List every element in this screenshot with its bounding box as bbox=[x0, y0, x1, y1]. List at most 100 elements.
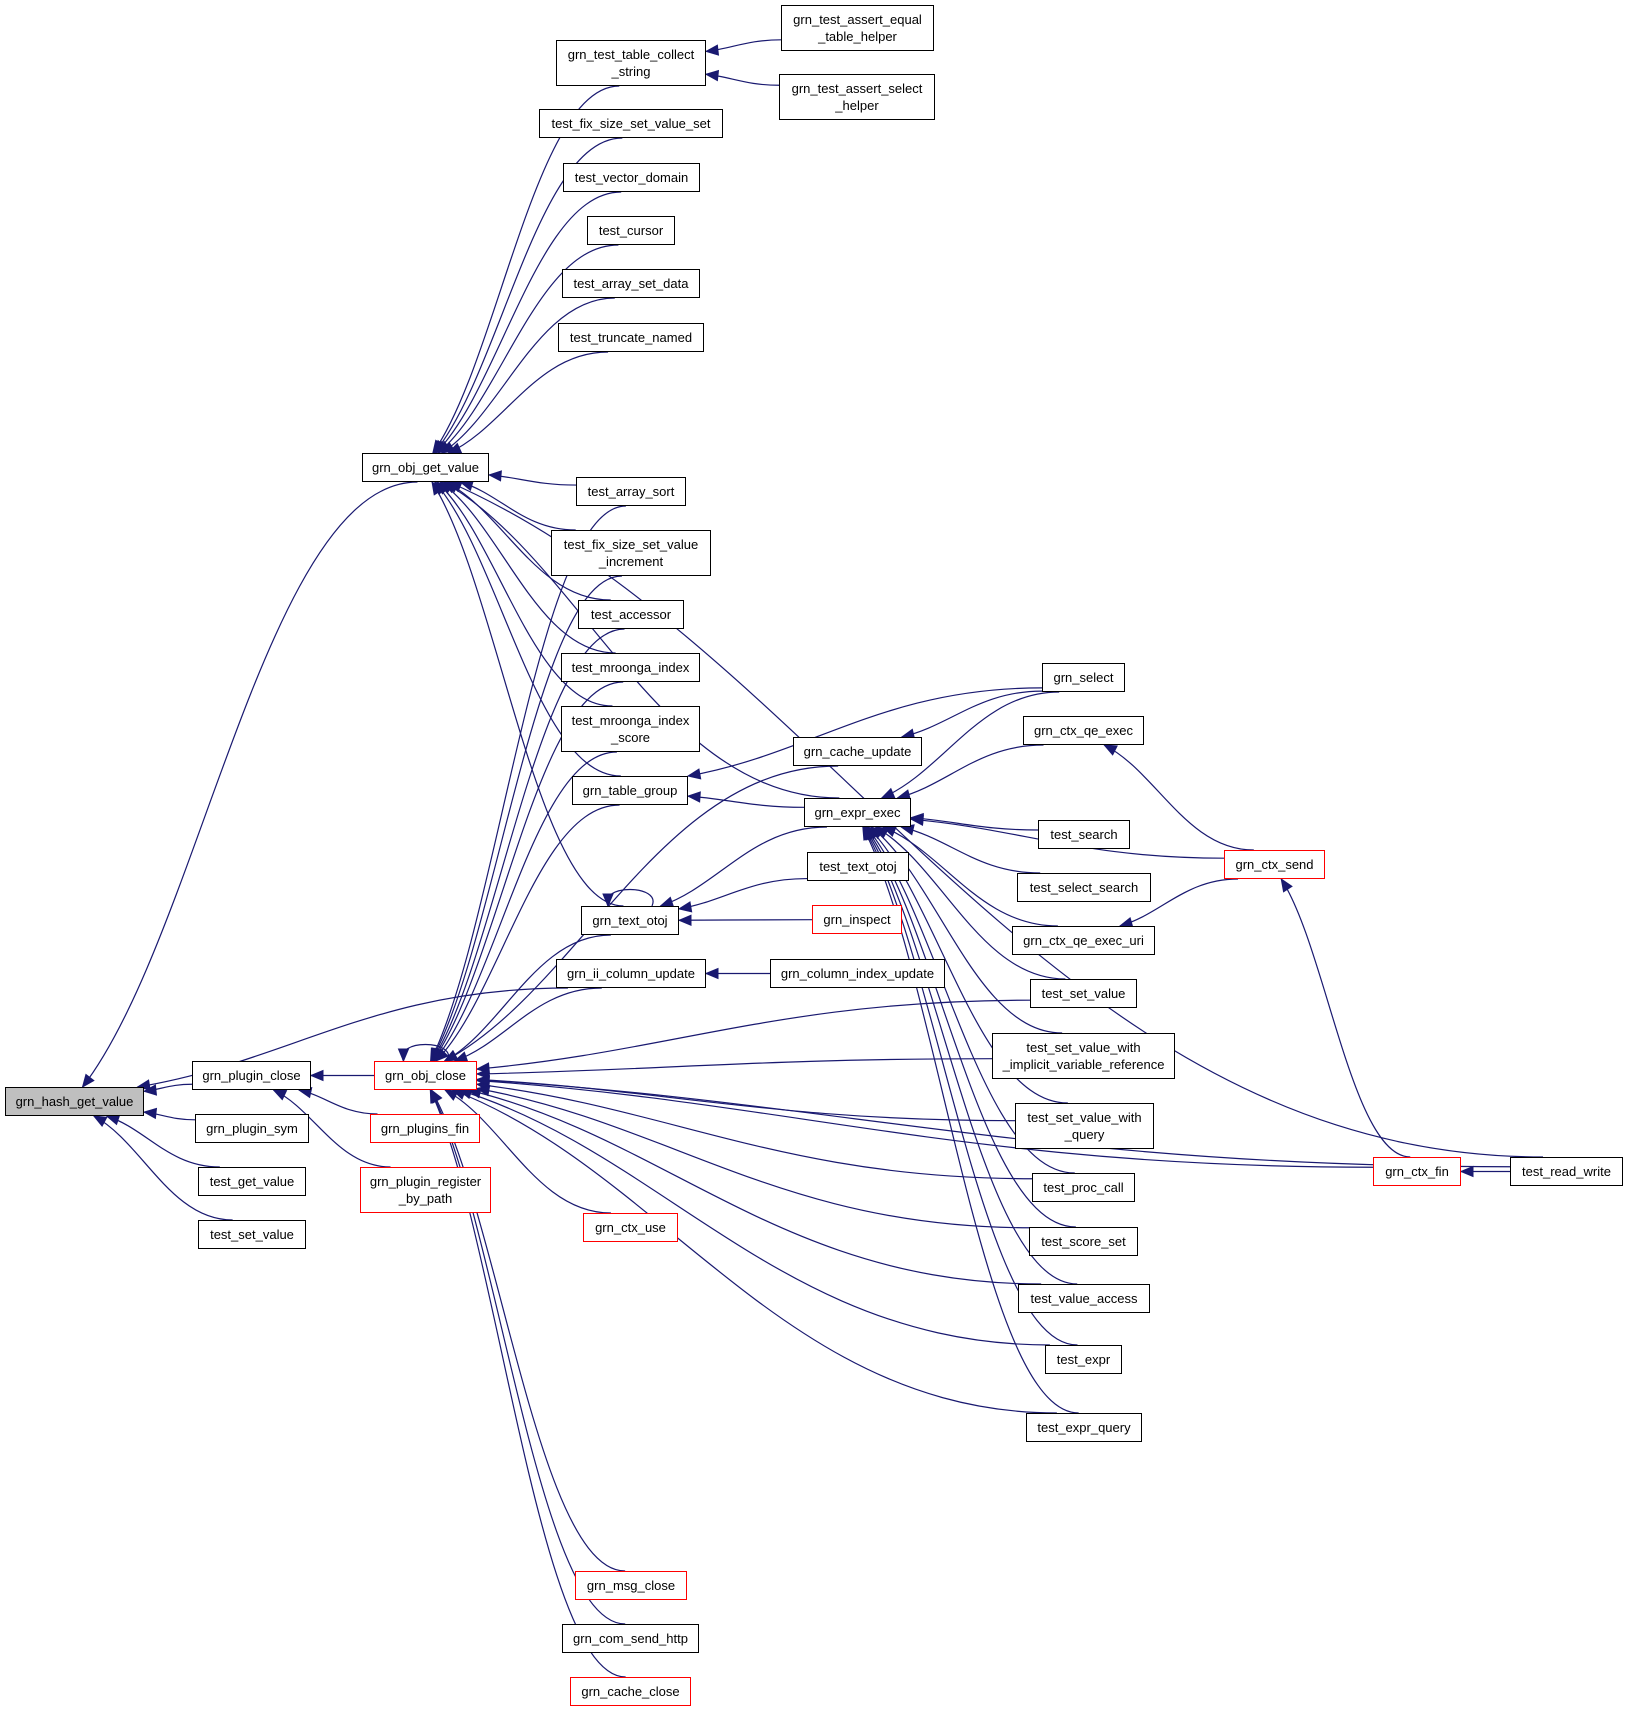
edge-test-set-value-with-implicit-variable-reference-to-grn-obj-close bbox=[476, 1058, 993, 1075]
edge-test-proc-call-to-grn-obj-close bbox=[476, 1083, 1033, 1180]
edge-grn-expr-exec-to-grn-table-group bbox=[687, 795, 805, 808]
edge-grn-plugin-close-to-grn-hash-get-value-arrowhead bbox=[142, 1084, 158, 1096]
node-test-set-value-with-implicit-variable-reference[interactable]: test_set_value_with _implicit_variable_r… bbox=[992, 1033, 1175, 1079]
node-grn-ctx-qe-exec-uri[interactable]: grn_ctx_qe_exec_uri bbox=[1012, 926, 1155, 955]
node-grn-table-group[interactable]: grn_table_group bbox=[572, 776, 688, 805]
node-test-text-otoj[interactable]: test_text_otoj bbox=[807, 852, 909, 881]
node-test-mroonga-index[interactable]: test_mroonga_index bbox=[561, 653, 700, 682]
node-test-array-sort[interactable]: test_array_sort bbox=[576, 477, 686, 506]
edge-test-read-write-to-grn-ctx-fin-arrowhead bbox=[1459, 1165, 1474, 1178]
edge-grn-obj-get-value-to-grn-hash-get-value bbox=[82, 481, 418, 1088]
edge-grn-text-otoj-to-grn-obj-close-arrowhead bbox=[443, 1049, 459, 1062]
edge-grn-ctx-send-to-grn-ctx-qe-exec-arrowhead bbox=[1103, 744, 1118, 756]
node-grn-inspect[interactable]: grn_inspect bbox=[812, 905, 902, 934]
node-test-set-value-with-query[interactable]: test_set_value_with _query bbox=[1015, 1103, 1154, 1149]
edge-grn-text-otoj-to-grn-obj-get-value-arrowhead bbox=[431, 480, 444, 496]
node-grn-select[interactable]: grn_select bbox=[1042, 663, 1125, 692]
node-test-set-value-a[interactable]: test_set_value bbox=[198, 1220, 306, 1249]
node-test-array-set-data[interactable]: test_array_set_data bbox=[562, 269, 700, 298]
edge-test-truncate-named-to-grn-obj-get-value-arrowhead bbox=[447, 442, 463, 454]
node-grn-plugin-register-by-path[interactable]: grn_plugin_register _by_path bbox=[360, 1167, 491, 1213]
node-test-vector-domain[interactable]: test_vector_domain bbox=[563, 163, 700, 192]
node-test-accessor[interactable]: test_accessor bbox=[578, 600, 684, 629]
node-test-fix-size-set-value-increment[interactable]: test_fix_size_set_value _increment bbox=[551, 530, 711, 576]
edge-grn-ctx-fin-to-grn-obj-close bbox=[476, 1079, 1374, 1168]
edge-test-value-access-to-grn-expr-exec bbox=[863, 826, 1078, 1285]
edge-test-accessor-to-grn-obj-get-value bbox=[445, 481, 611, 601]
edge-test-mroonga-index-score-to-grn-obj-close bbox=[433, 751, 617, 1062]
edge-test-text-otoj-to-grn-text-otoj bbox=[678, 877, 808, 910]
node-test-proc-call[interactable]: test_proc_call bbox=[1032, 1173, 1135, 1202]
edge-test-array-sort-to-grn-obj-get-value bbox=[488, 474, 577, 486]
node-grn-ii-column-update[interactable]: grn_ii_column_update bbox=[556, 959, 706, 988]
node-test-score-set[interactable]: test_score_set bbox=[1029, 1227, 1138, 1256]
node-test-mroonga-index-score[interactable]: test_mroonga_index _score bbox=[561, 706, 700, 752]
node-grn-hash-get-value[interactable]: grn_hash_get_value bbox=[5, 1087, 144, 1116]
node-grn-cache-close[interactable]: grn_cache_close bbox=[570, 1677, 691, 1706]
node-grn-text-otoj[interactable]: grn_text_otoj bbox=[581, 906, 679, 935]
node-grn-com-send-http[interactable]: grn_com_send_http bbox=[562, 1624, 699, 1653]
node-test-get-value[interactable]: test_get_value bbox=[198, 1167, 306, 1196]
edge-test-mroonga-index-to-grn-obj-get-value bbox=[440, 481, 616, 654]
node-grn-obj-get-value[interactable]: grn_obj_get_value bbox=[362, 453, 489, 482]
edge-grn-obj-close-to-grn-obj-close-arrowhead bbox=[397, 1048, 410, 1063]
edge-grn-test-assert-equal-table-helper-to-grn-test-table-collect-string-arrowhead bbox=[704, 44, 720, 56]
node-test-expr[interactable]: test_expr bbox=[1045, 1345, 1122, 1374]
node-grn-obj-close[interactable]: grn_obj_close bbox=[374, 1061, 477, 1090]
node-grn-test-assert-select-helper[interactable]: grn_test_assert_select _helper bbox=[779, 74, 935, 120]
node-grn-column-index-update[interactable]: grn_column_index_update bbox=[770, 959, 945, 988]
node-grn-ctx-qe-exec[interactable]: grn_ctx_qe_exec bbox=[1023, 716, 1144, 745]
edge-test-array-set-data-to-grn-obj-get-value bbox=[441, 297, 615, 454]
node-test-truncate-named[interactable]: test_truncate_named bbox=[558, 323, 704, 352]
edge-test-array-sort-to-grn-obj-close bbox=[430, 505, 626, 1062]
node-grn-ctx-fin[interactable]: grn_ctx_fin bbox=[1373, 1157, 1461, 1186]
node-test-set-value-b[interactable]: test_set_value bbox=[1030, 979, 1137, 1008]
edge-test-fix-size-set-value-increment-to-grn-obj-close bbox=[430, 575, 622, 1062]
edge-test-get-value-to-grn-hash-get-value bbox=[106, 1115, 220, 1168]
node-test-value-access[interactable]: test_value_access bbox=[1018, 1284, 1150, 1313]
node-test-search[interactable]: test_search bbox=[1038, 820, 1130, 849]
edge-grn-table-group-to-grn-obj-close-arrowhead bbox=[434, 1048, 449, 1062]
node-test-read-write[interactable]: test_read_write bbox=[1510, 1157, 1623, 1186]
edge-grn-msg-close-to-grn-obj-close bbox=[430, 1089, 626, 1572]
node-grn-test-table-collect-string[interactable]: grn_test_table_collect _string bbox=[556, 40, 706, 86]
node-test-cursor[interactable]: test_cursor bbox=[587, 216, 675, 245]
edge-grn-select-to-grn-expr-exec-arrowhead bbox=[880, 787, 896, 799]
edge-grn-plugin-register-by-path-to-grn-plugin-close-arrowhead bbox=[272, 1089, 288, 1101]
node-grn-plugin-sym[interactable]: grn_plugin_sym bbox=[195, 1114, 309, 1143]
edge-grn-ctx-qe-exec-uri-to-grn-expr-exec bbox=[882, 826, 1058, 927]
node-grn-msg-close[interactable]: grn_msg_close bbox=[575, 1571, 687, 1600]
edge-grn-inspect-to-grn-text-otoj-arrowhead bbox=[677, 914, 692, 926]
edge-test-fix-size-set-value-set-to-grn-obj-get-value bbox=[433, 137, 623, 454]
edge-test-mroonga-index-score-to-grn-obj-get-value bbox=[436, 481, 613, 707]
edge-test-fix-size-set-value-increment-to-grn-obj-get-value bbox=[460, 481, 576, 531]
node-grn-plugin-close[interactable]: grn_plugin_close bbox=[192, 1061, 311, 1090]
edge-grn-obj-close-to-grn-plugin-close-arrowhead bbox=[309, 1069, 324, 1082]
node-grn-ctx-use[interactable]: grn_ctx_use bbox=[583, 1213, 678, 1242]
edge-test-vector-domain-to-grn-obj-get-value bbox=[435, 191, 622, 454]
node-test-expr-query[interactable]: test_expr_query bbox=[1026, 1413, 1142, 1442]
node-test-select-search[interactable]: test_select_search bbox=[1017, 873, 1151, 902]
edge-grn-select-to-grn-table-group bbox=[687, 687, 1043, 777]
edge-test-accessor-to-grn-obj-close bbox=[431, 628, 625, 1062]
edge-test-expr-to-grn-obj-close bbox=[458, 1089, 1050, 1346]
node-grn-plugins-fin[interactable]: grn_plugins_fin bbox=[370, 1114, 480, 1143]
node-grn-ctx-send[interactable]: grn_ctx_send bbox=[1224, 850, 1325, 879]
node-grn-test-assert-equal-table-helper[interactable]: grn_test_assert_equal _table_helper bbox=[781, 5, 934, 51]
edge-grn-text-otoj-to-grn-text-otoj bbox=[606, 889, 654, 907]
edge-grn-ii-column-update-to-grn-obj-close bbox=[454, 987, 602, 1062]
edge-grn-column-index-update-to-grn-ii-column-update-arrowhead bbox=[704, 967, 719, 980]
node-test-fix-size-set-value-set[interactable]: test_fix_size_set_value_set bbox=[539, 109, 723, 138]
edge-grn-table-group-to-grn-obj-get-value bbox=[434, 481, 621, 777]
node-grn-cache-update[interactable]: grn_cache_update bbox=[793, 737, 922, 766]
edge-grn-obj-get-value-to-grn-hash-get-value-arrowhead bbox=[81, 1073, 95, 1089]
node-grn-expr-exec[interactable]: grn_expr_exec bbox=[804, 798, 911, 827]
edge-test-set-value-a-to-grn-hash-get-value bbox=[93, 1115, 233, 1221]
edge-test-expr-to-grn-expr-exec bbox=[862, 826, 1078, 1346]
edge-test-search-to-grn-expr-exec bbox=[910, 817, 1039, 831]
edge-grn-cache-close-to-grn-obj-close-arrowhead bbox=[429, 1088, 441, 1104]
edge-grn-ctx-fin-to-grn-ctx-send bbox=[1280, 878, 1411, 1158]
edge-grn-ctx-send-to-grn-ctx-qe-exec bbox=[1103, 744, 1254, 851]
edge-grn-test-table-collect-string-to-grn-obj-get-value bbox=[432, 85, 620, 454]
